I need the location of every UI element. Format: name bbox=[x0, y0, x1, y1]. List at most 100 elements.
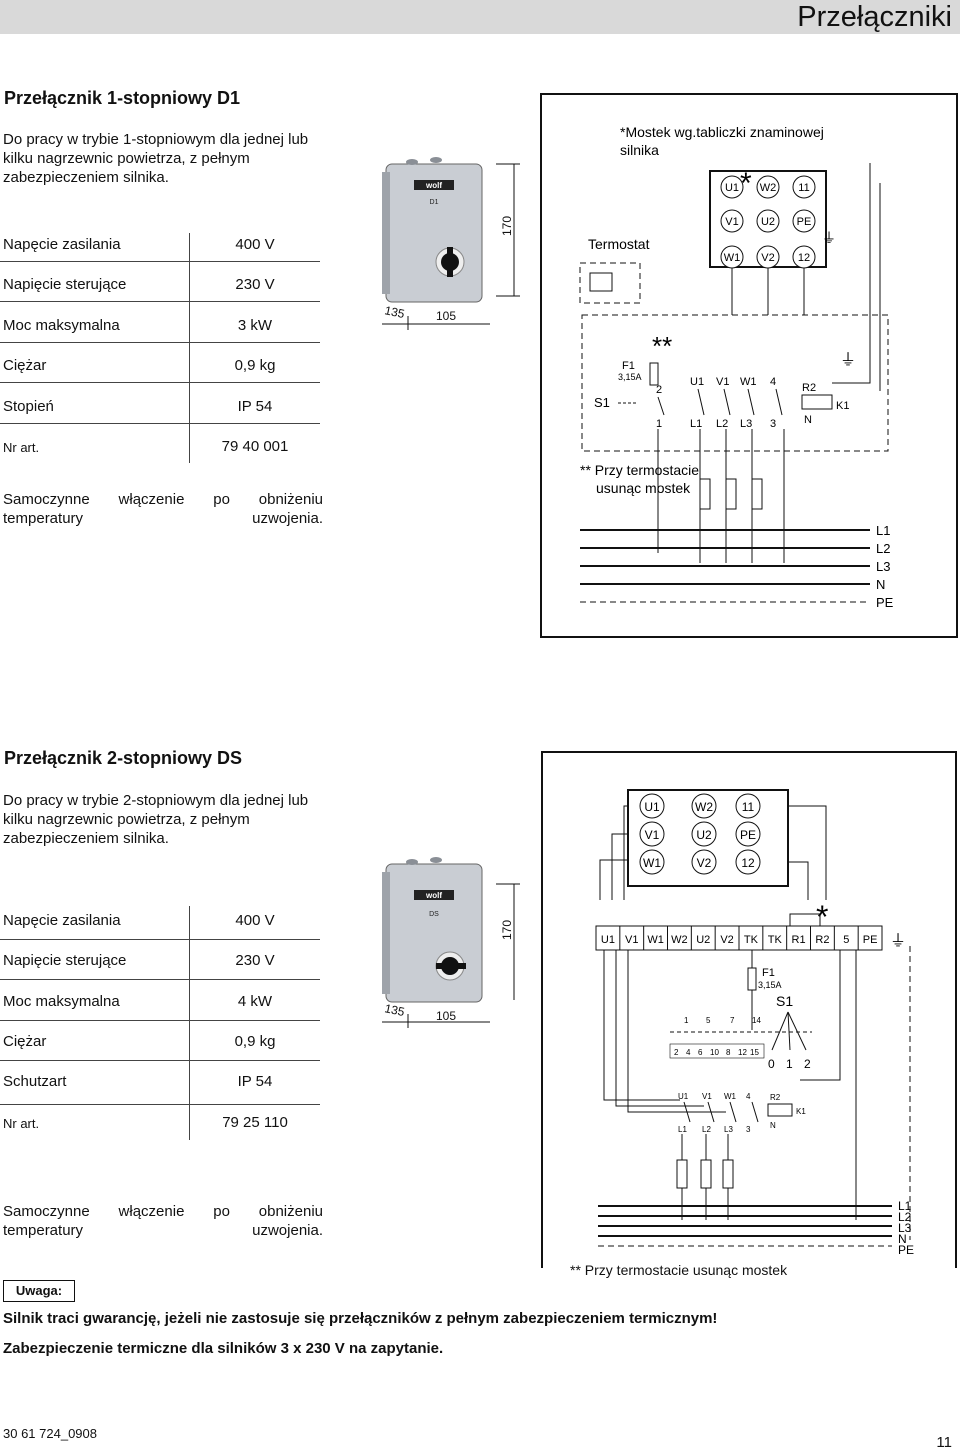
dim-width: 105 bbox=[436, 309, 456, 323]
switch-mid: 4 bbox=[686, 1048, 691, 1057]
fuse-label: F1 bbox=[622, 360, 635, 372]
spec1-divider bbox=[0, 301, 320, 302]
line-label: N bbox=[876, 577, 885, 592]
fuse-rating: 3,15A bbox=[758, 980, 782, 990]
strip-terminal-label: TK bbox=[744, 934, 759, 946]
relay-r2: R2 bbox=[802, 382, 816, 394]
switch-mid: 8 bbox=[726, 1048, 731, 1057]
spec2-divider bbox=[0, 939, 320, 940]
spec2-value-control: 230 V bbox=[235, 952, 275, 969]
strip-terminal-label: W2 bbox=[671, 934, 688, 946]
switch-contact: 14 bbox=[752, 1016, 761, 1025]
switch-mid: 2 bbox=[674, 1048, 679, 1057]
spec1-label-protection: Stopień bbox=[3, 398, 54, 415]
switch-mid: 15 bbox=[750, 1048, 759, 1057]
wiring-lines bbox=[657, 163, 881, 563]
line-label: PE bbox=[876, 595, 894, 610]
device-model: D1 bbox=[430, 199, 439, 206]
fuse-symbol bbox=[747, 967, 757, 991]
section2-description: Do pracy w trybie 2-stopniowym dla jedne… bbox=[3, 792, 309, 847]
bridge-r1-r2 bbox=[789, 913, 821, 927]
switch-arms bbox=[771, 1011, 807, 1051]
spec2-label-control: Napięcie sterujące bbox=[3, 952, 127, 969]
device-logo bbox=[414, 890, 454, 900]
contact-bottom: 3 bbox=[770, 418, 776, 430]
termostat-symbol bbox=[589, 272, 613, 292]
spec1-value-protection: IP 54 bbox=[237, 398, 273, 415]
spec1-value-weight: 0,9 kg bbox=[234, 357, 276, 374]
switch-mid: 6 bbox=[698, 1048, 703, 1057]
spec2-divider bbox=[0, 1104, 320, 1105]
remove-bridge-note: usunąc mostek bbox=[596, 480, 691, 496]
contact-top: U1 bbox=[678, 1092, 689, 1101]
spec1-value-voltage: 400 V bbox=[235, 236, 275, 253]
switch-contact: 7 bbox=[730, 1016, 735, 1025]
device-knob-handle bbox=[447, 247, 453, 277]
document-number: 30 61 724_0908 bbox=[3, 1426, 97, 1441]
contact-bottom: L2 bbox=[702, 1125, 711, 1134]
strip-terminal-label: U2 bbox=[696, 934, 710, 946]
terminal-label: V2 bbox=[761, 252, 774, 264]
motor-terminal-label: PE bbox=[740, 828, 756, 842]
terminal-label: U1 bbox=[725, 182, 739, 194]
diagram-frame bbox=[541, 751, 957, 1268]
section1-description: Do pracy w trybie 1-stopniowym dla jedne… bbox=[3, 131, 309, 186]
motor-terminal-label: U1 bbox=[644, 800, 660, 814]
relay-n: N bbox=[770, 1121, 776, 1130]
switch-label: S1 bbox=[594, 395, 610, 410]
motor-terminal-label: 11 bbox=[742, 800, 755, 814]
spec1-divider bbox=[0, 382, 320, 383]
motor-terminal-label: W1 bbox=[643, 856, 661, 870]
strip-terminal-label: U1 bbox=[601, 934, 615, 946]
fuse-rating: 3,15A bbox=[618, 372, 642, 382]
device-body bbox=[385, 863, 483, 1003]
wiring-diagram-d1: *Mostek wg.tabliczki znaminowej silnika … bbox=[540, 93, 958, 638]
section2-title: Przełącznik 2-stopniowy DS bbox=[4, 748, 243, 768]
device-gland bbox=[406, 159, 418, 165]
section1-title: Przełącznik 1-stopniowy D1 bbox=[4, 88, 241, 108]
switch-position: 2 bbox=[804, 1057, 811, 1071]
termostat-dashed-box bbox=[579, 262, 641, 304]
motor-terminal-label: U2 bbox=[696, 828, 712, 842]
spec2-column-divider bbox=[189, 906, 190, 1140]
spec1-column-divider bbox=[189, 233, 190, 463]
control-dashed-frame bbox=[581, 314, 889, 452]
device-gland bbox=[430, 157, 442, 163]
terminal-label: V1 bbox=[725, 216, 738, 228]
line-label: L3 bbox=[876, 559, 890, 574]
spec2-label-weight: Ciężar bbox=[3, 1033, 47, 1050]
line-label: L2 bbox=[898, 1210, 912, 1224]
spec2-value-weight: 0,9 kg bbox=[234, 1033, 276, 1050]
device-d1-illustration: wolf D1 170 135 105 bbox=[382, 157, 520, 330]
fuse-symbol bbox=[649, 362, 659, 386]
strip-terminal-label: R1 bbox=[792, 934, 806, 946]
motor-terminal-label: V2 bbox=[697, 856, 712, 870]
warning-line-1: Silnik traci gwarancję, jeżeli nie zasto… bbox=[3, 1310, 718, 1327]
device-model: DS bbox=[429, 911, 439, 918]
strip-terminal-label: 5 bbox=[843, 934, 849, 946]
dim-depth: 135 bbox=[383, 1001, 406, 1019]
spec2-label-voltage: Napęcie zasilania bbox=[3, 912, 121, 929]
motor-wires bbox=[599, 805, 827, 900]
line-label: PE bbox=[898, 1243, 914, 1257]
warning-label: Uwaga: bbox=[3, 1280, 75, 1302]
terminal-label: W1 bbox=[724, 252, 741, 264]
dim-depth: 135 bbox=[383, 303, 406, 321]
line-fuses bbox=[699, 478, 763, 510]
relay-k1: K1 bbox=[836, 400, 849, 412]
terminal-label: 11 bbox=[798, 182, 809, 194]
remove-bridge-note: ** Przy termostacie bbox=[580, 462, 699, 478]
contact-top: V1 bbox=[716, 376, 729, 388]
spec1-value-control: 230 V bbox=[235, 276, 275, 293]
spec2-divider bbox=[0, 1060, 320, 1061]
terminal-label: W2 bbox=[760, 182, 777, 194]
dim-height: 170 bbox=[500, 216, 514, 236]
motor-terminal-label: V1 bbox=[645, 828, 660, 842]
device-gland bbox=[406, 859, 418, 865]
contact-switches bbox=[657, 388, 783, 416]
line-label: L2 bbox=[876, 541, 890, 556]
device-ds-illustration: wolf DS 170 135 105 bbox=[382, 857, 520, 1028]
page-number: 11 bbox=[936, 1434, 952, 1451]
bridge-note: silnika bbox=[620, 142, 659, 158]
contact-top: 4 bbox=[770, 376, 776, 388]
